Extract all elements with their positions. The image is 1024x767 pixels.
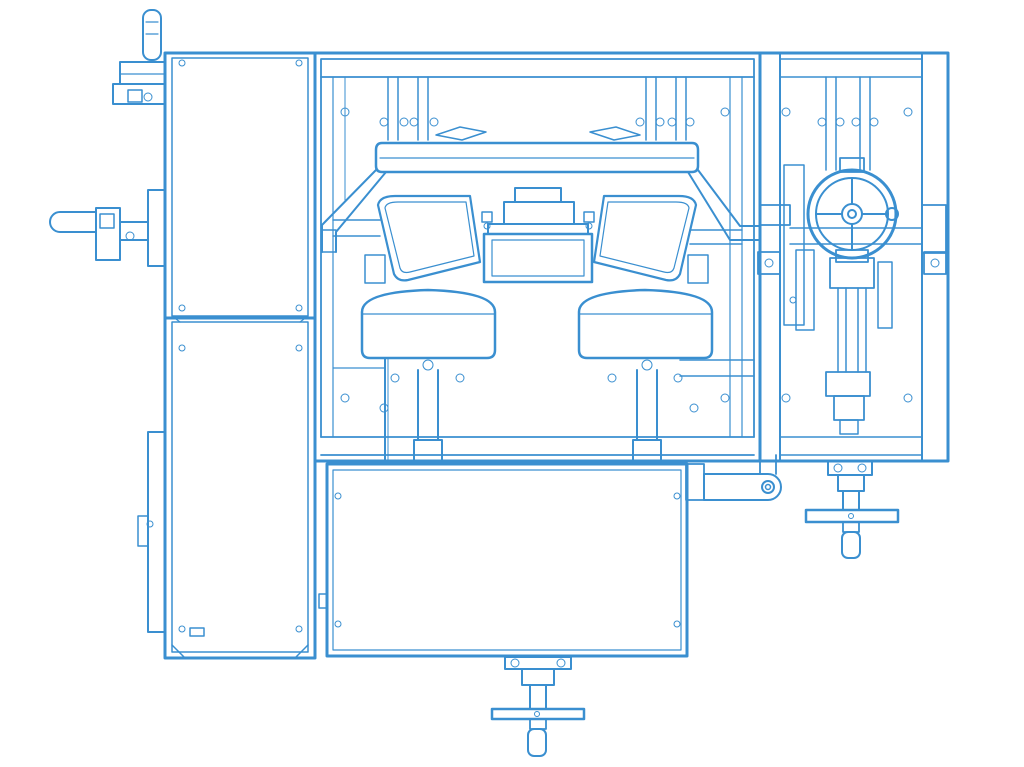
stool-right	[577, 288, 714, 465]
side-levers	[49, 9, 166, 261]
stool-left	[360, 288, 497, 465]
link-arm	[685, 454, 782, 501]
enclosure-bolts	[178, 59, 303, 633]
handwheel-front	[490, 656, 586, 757]
handwheel-right	[804, 460, 900, 559]
main-frame	[313, 51, 762, 463]
left-enclosure	[137, 51, 317, 660]
large-handwheel	[806, 157, 899, 263]
front-cabinet	[318, 462, 689, 658]
seat-head-assembly	[321, 141, 761, 465]
frame-clamps	[340, 107, 730, 413]
